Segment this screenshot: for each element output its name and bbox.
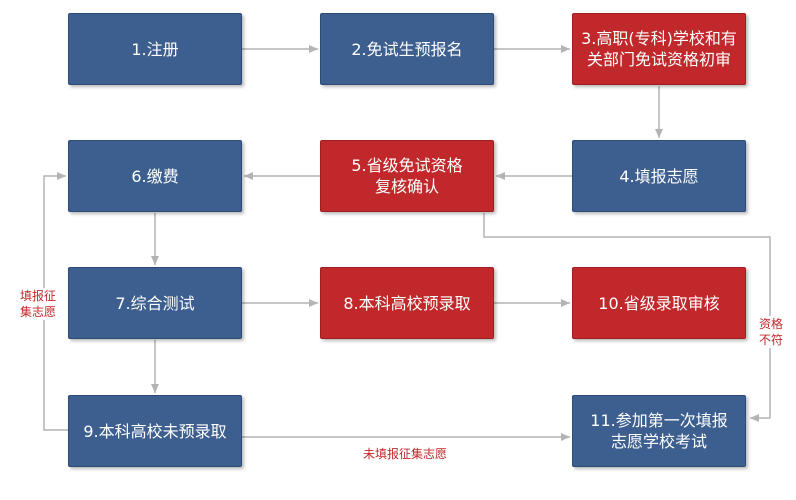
step-11-first-choice-exam: 11.参加第一次填报 志愿学校考试 — [572, 395, 746, 467]
step-9-not-pre-admitted: 9.本科高校未预录取 — [68, 395, 242, 467]
step-7-comprehensive-test: 7.综合测试 — [68, 267, 242, 339]
step-6-payment: 6.缴费 — [68, 140, 242, 212]
step-3-initial-review: 3.高职(专科)学校和有 关部门免试资格初审 — [572, 13, 746, 85]
arrow-5-to-11-disqualified — [483, 213, 771, 422]
step-2-pre-registration: 2.免试生预报名 — [320, 13, 494, 85]
label-not-qualified: 资格 不符 — [752, 316, 790, 348]
step-5-provincial-recheck: 5.省级免试资格 复核确认 — [320, 140, 494, 212]
label-no-fill-levy-application: 未填报征集志愿 — [330, 446, 480, 462]
step-4-fill-application: 4.填报志愿 — [572, 140, 746, 212]
step-10-provincial-admission-review: 10.省级录取审核 — [572, 267, 746, 339]
step-8-pre-admission: 8.本科高校预录取 — [320, 267, 494, 339]
step-1-register: 1.注册 — [68, 13, 242, 85]
label-fill-levy-application: 填报征 集志愿 — [10, 288, 66, 320]
